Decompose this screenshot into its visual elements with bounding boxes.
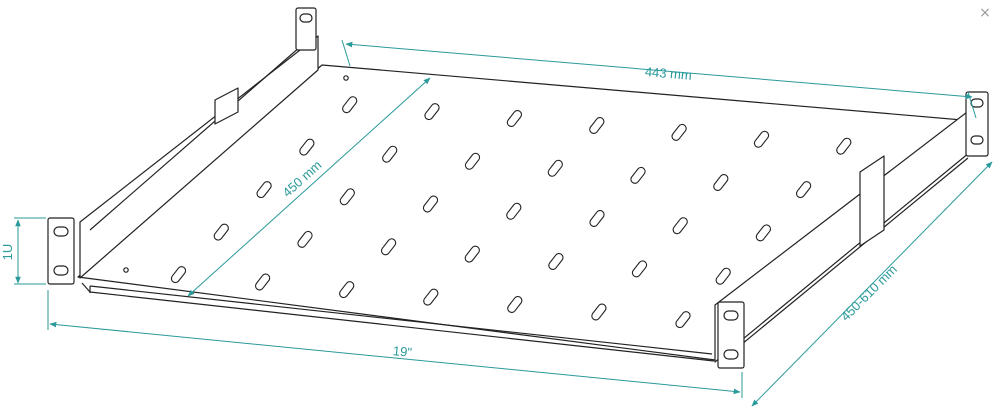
ventilation-slot (713, 174, 729, 191)
right-mounting-ear (717, 301, 745, 369)
ventilation-slot (589, 210, 605, 227)
ventilation-slot (836, 137, 852, 155)
ventilation-slot (506, 110, 523, 127)
ventilation-slot (672, 217, 688, 235)
height-label: 1U (0, 244, 15, 261)
rear-right-mounting-ear (965, 91, 989, 157)
rear-left-mounting-ear (295, 7, 317, 51)
ventilation-slot (464, 245, 480, 263)
ventilation-slot (753, 130, 770, 148)
ventilation-slot (671, 123, 687, 141)
right-rail-bracket (859, 155, 885, 247)
ventilation-slot (630, 166, 646, 184)
ventilation-slot (547, 159, 563, 177)
width-dimension-line (345, 41, 973, 100)
ventilation-slot (170, 266, 187, 284)
ventilation-slot (506, 202, 522, 220)
rack-size-label: 19" (392, 343, 413, 360)
dimension-lines (14, 39, 993, 407)
rail-range-label: 450-610 mm (838, 262, 900, 324)
ventilation-slot (548, 253, 564, 270)
ventilation-slot (631, 260, 648, 278)
ventilation-slot (507, 296, 523, 313)
ventilation-slot (464, 152, 481, 170)
rail-range-dimension-line (751, 161, 993, 407)
width-label: 443 mm (644, 64, 692, 83)
ventilation-slot (715, 267, 731, 285)
close-icon[interactable]: × (979, 5, 991, 21)
depth-dimension-line (187, 77, 431, 297)
left-mounting-ear (47, 217, 75, 285)
ventilation-slot (591, 303, 607, 321)
ventilation-slot (589, 117, 605, 134)
rack-width-dimension-line (49, 321, 741, 395)
